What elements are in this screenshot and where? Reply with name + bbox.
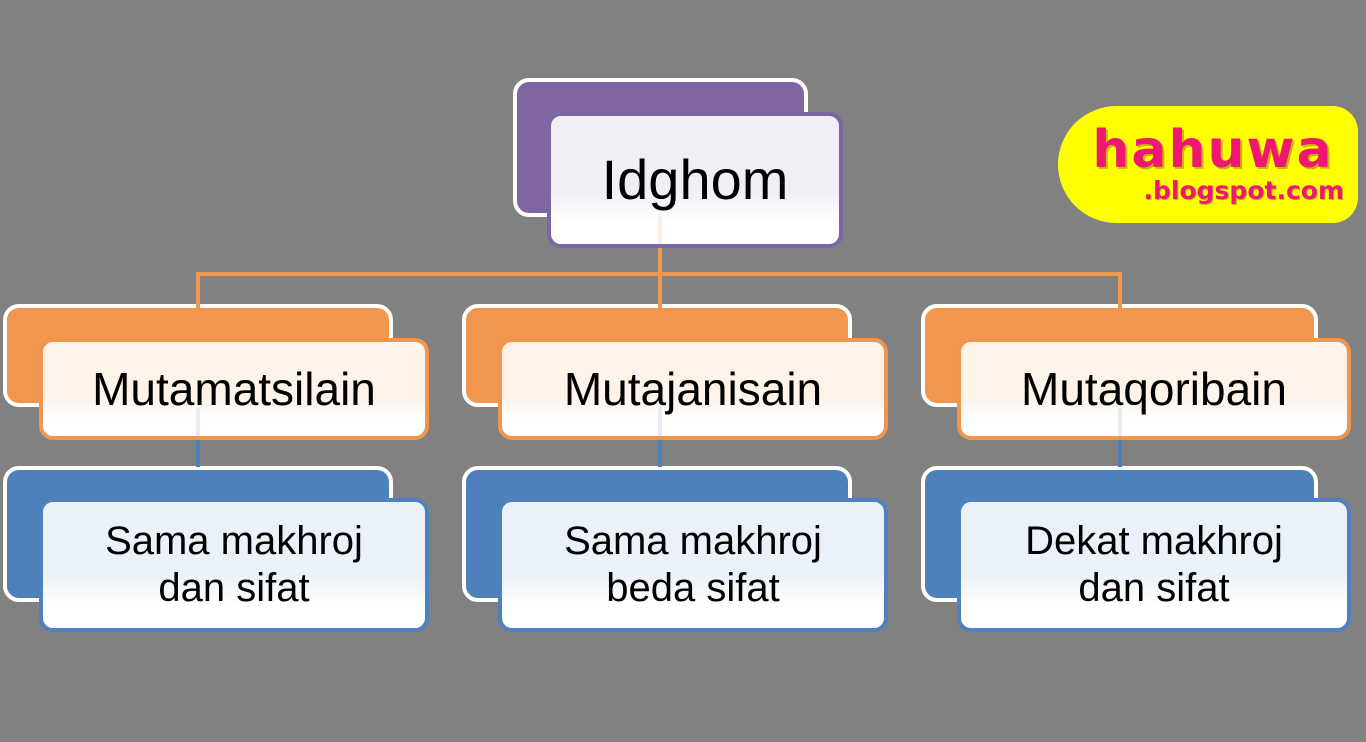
root-node-label: Idghom (601, 148, 789, 211)
connector-branch3-inside (1118, 408, 1122, 436)
desc-mutajanisain: Sama makhroj beda sifat (498, 498, 888, 632)
logo-domain-text: .blogspot.com (1143, 176, 1344, 205)
desc2-line1: Sama makhroj (564, 518, 822, 563)
node-mutajanisain: Mutajanisain (498, 338, 888, 440)
desc2-line2: beda sifat (606, 566, 780, 610)
desc-mutaqoribain: Dekat makhroj dan sifat (957, 498, 1351, 632)
branch2-label: Mutajanisain (563, 363, 823, 415)
connector-root-stem-inside (658, 214, 662, 244)
node-mutamatsilain: Mutamatsilain (39, 338, 429, 440)
connector-drop-left (196, 272, 200, 308)
connector-branch1-desc (196, 438, 200, 467)
desc1-line1: Sama makhroj (105, 518, 363, 563)
desc3-line1: Dekat makhroj (1025, 518, 1283, 563)
logo-brand-text: hahuwa (1092, 120, 1334, 180)
connector-drop-right (1118, 272, 1122, 308)
node-mutaqoribain: Mutaqoribain (957, 338, 1351, 440)
root-node: Idghom (547, 112, 843, 248)
connector-branch2-inside (658, 408, 662, 436)
desc-mutamatsilain: Sama makhroj dan sifat (39, 498, 429, 632)
connector-branch2-desc (658, 438, 662, 467)
desc1-line2: dan sifat (158, 566, 310, 610)
connector-branch1-inside (196, 408, 200, 436)
connector-horizontal (196, 272, 1122, 276)
connector-root-stem (658, 246, 662, 308)
logo-hahuwa: hahuwa .blogspot.com (1058, 106, 1358, 223)
desc3-line2: dan sifat (1078, 566, 1230, 610)
branch1-label: Mutamatsilain (92, 363, 376, 415)
branch3-label: Mutaqoribain (1021, 363, 1287, 415)
connector-branch3-desc (1118, 438, 1122, 467)
